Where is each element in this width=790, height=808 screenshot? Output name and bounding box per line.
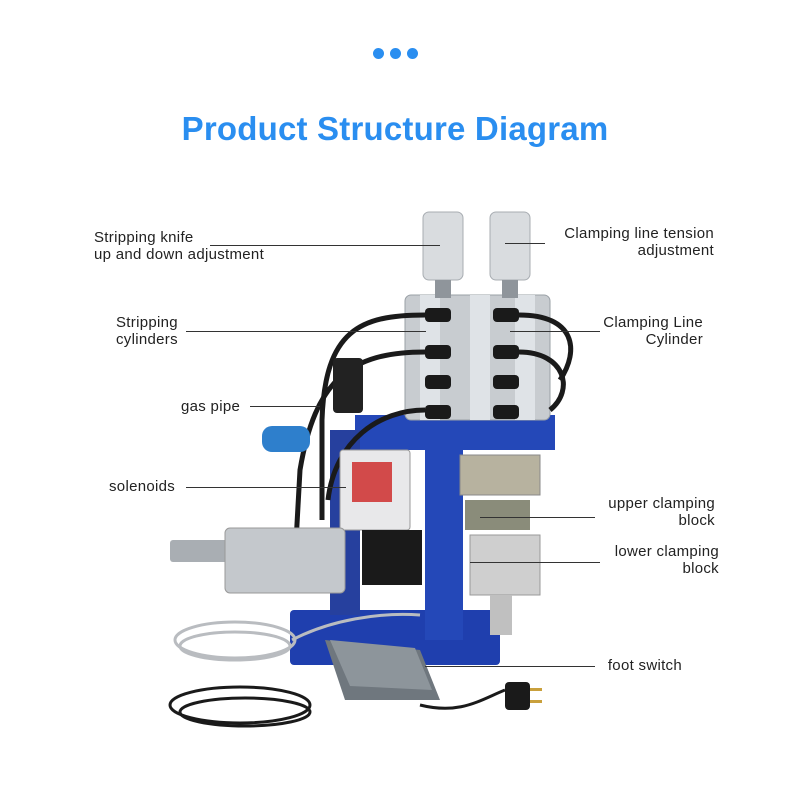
- leader-line: [186, 487, 346, 488]
- label-clamping-tension: Clamping line tension adjustment: [564, 225, 714, 259]
- dot: [372, 48, 384, 59]
- gas-regulator: [262, 426, 310, 452]
- label-line: adjustment: [637, 242, 714, 259]
- label-line: solenoids: [109, 478, 176, 495]
- solenoid-coil: [362, 530, 422, 585]
- label-stripping-cylinders: Stripping cylinders: [116, 314, 178, 348]
- label-line: block: [678, 512, 715, 529]
- leader-line: [505, 243, 545, 244]
- label-line: foot switch: [607, 657, 682, 674]
- knife-adjust-knob: [422, 211, 464, 281]
- dot: [389, 48, 401, 59]
- leader-line: [250, 406, 320, 407]
- label-stripping-knife: Stripping knife up and down adjustment: [94, 229, 264, 263]
- clamp-springs: [465, 500, 530, 530]
- plug-prong: [530, 688, 542, 691]
- clamp-rod: [490, 595, 512, 635]
- label-line: up and down adjustment: [94, 246, 265, 263]
- leader-line: [186, 331, 426, 332]
- air-filter: [333, 358, 363, 413]
- dot: [406, 48, 418, 59]
- label-line: block: [682, 560, 719, 577]
- side-rod: [170, 540, 230, 562]
- lower-clamp-block: [469, 534, 541, 596]
- label-line: lower clamping: [614, 543, 719, 560]
- machine-frame: [425, 440, 463, 640]
- label-solenoids: solenoids: [109, 478, 175, 495]
- label-line: Clamping Line: [603, 314, 703, 331]
- label-line: Clamping line tension: [564, 225, 714, 242]
- pneumatic-fittings: [425, 308, 519, 419]
- label-gas-pipe: gas pipe: [181, 398, 240, 415]
- side-cylinder: [224, 527, 346, 594]
- foot-switch-pedal: [330, 640, 432, 690]
- label-line: upper clamping: [608, 495, 715, 512]
- label-lower-block: lower clamping block: [615, 543, 719, 577]
- knob-shaft: [435, 280, 451, 298]
- label-clamping-cylinder: Clamping Line Cylinder: [603, 314, 703, 348]
- leader-line: [510, 331, 600, 332]
- power-plug: [505, 682, 530, 710]
- label-line: Cylinder: [645, 331, 703, 348]
- upper-clamp-block: [459, 454, 541, 496]
- label-upper-block: upper clamping block: [608, 495, 715, 529]
- power-cable: [168, 685, 506, 728]
- plug-prong: [530, 700, 542, 703]
- tension-adjust-knob: [489, 211, 531, 281]
- label-foot-switch: foot switch: [608, 657, 682, 674]
- three-dots-icon: [0, 48, 790, 59]
- leader-line: [210, 245, 440, 246]
- label-line: cylinders: [116, 331, 178, 348]
- leader-line: [425, 666, 595, 667]
- cylinder-shine: [515, 295, 535, 420]
- label-line: Stripping knife: [94, 229, 194, 246]
- label-line: Stripping: [116, 314, 178, 331]
- knob-shaft: [502, 280, 518, 298]
- leader-line: [470, 562, 600, 563]
- label-line: gas pipe: [181, 398, 241, 415]
- foot-switch-cable: [173, 612, 421, 662]
- solenoid-label: [352, 462, 392, 502]
- machine-top-plate: [355, 415, 555, 450]
- leader-line: [480, 517, 595, 518]
- page-title: Product Structure Diagram: [181, 110, 609, 147]
- cylinder-shine: [470, 295, 490, 420]
